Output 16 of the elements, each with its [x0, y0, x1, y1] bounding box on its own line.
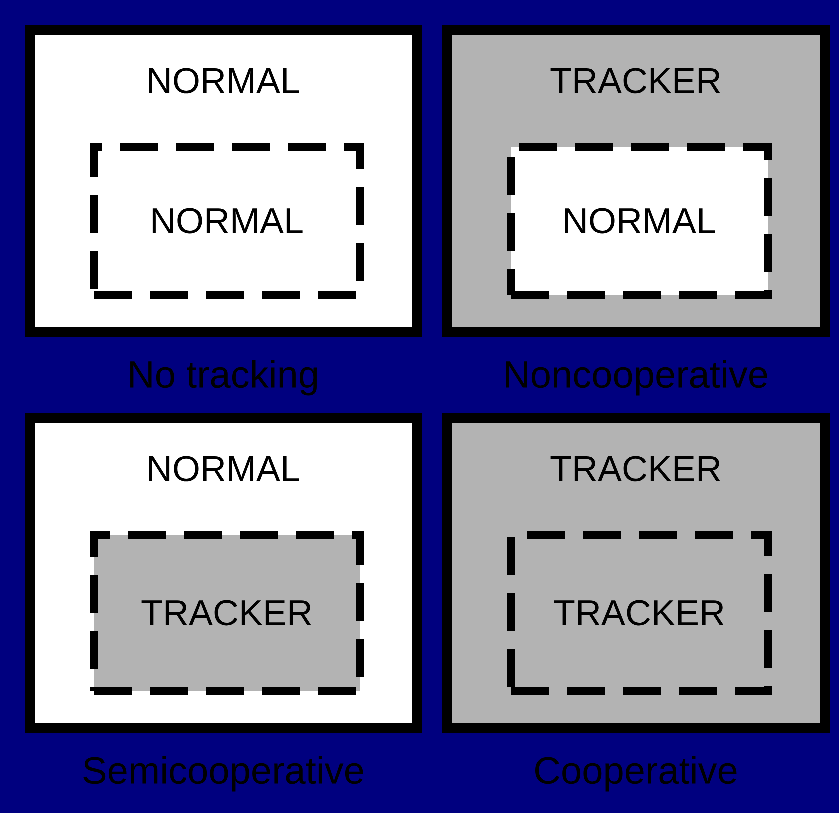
box-label: TRACKER	[550, 68, 720, 94]
node-label: Noncooperative	[506, 360, 768, 396]
box-label: TRACKER	[554, 600, 724, 626]
box-label: NORMAL	[152, 208, 303, 234]
node-label: No tracking	[130, 360, 318, 396]
box-label: NORMAL	[565, 208, 716, 234]
dashed-box	[507, 143, 772, 299]
box-label: NORMAL	[149, 68, 300, 94]
node-label: Cooperative	[535, 756, 737, 792]
box-label: TRACKER	[550, 456, 720, 482]
dashed-box	[90, 143, 364, 299]
dashed-box	[507, 530, 772, 695]
box-label: TRACKER	[142, 600, 312, 626]
box-label: NORMAL	[149, 456, 300, 482]
node-label: Semicooperative	[84, 756, 364, 792]
dashed-box	[90, 530, 364, 695]
